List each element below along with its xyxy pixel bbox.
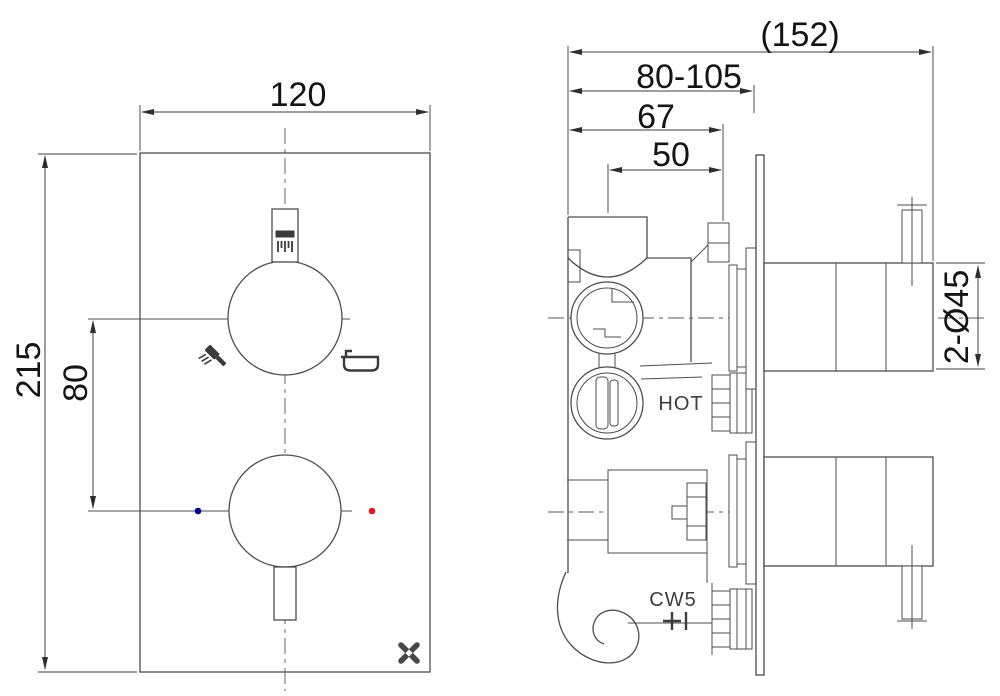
dim-front-height: 215 bbox=[10, 153, 137, 673]
dim-overall-depth-value: (152) bbox=[760, 16, 839, 54]
dim-depth-50-value: 50 bbox=[652, 136, 690, 174]
dim-knob-diameter: 2-Ø45 bbox=[936, 262, 985, 370]
brand-cross-icon bbox=[398, 642, 420, 664]
dim-wall-adjustment: 80-105 bbox=[569, 58, 755, 113]
upper-knob-side bbox=[763, 197, 934, 372]
lower-knob-side bbox=[763, 456, 934, 629]
overhead-shower-icon bbox=[275, 230, 295, 252]
hot-label: HOT bbox=[658, 393, 703, 415]
dim-handle-spacing-value: 80 bbox=[57, 364, 95, 402]
cold-plus-symbol bbox=[663, 612, 688, 630]
lower-knob-front bbox=[228, 454, 342, 568]
upper-knob-front bbox=[227, 260, 343, 376]
front-view: 120 215 80 bbox=[10, 76, 431, 691]
dim-handle-spacing: 80 bbox=[57, 320, 96, 509]
dim-depth-67-value: 67 bbox=[637, 98, 675, 136]
dim-depth-50: 50 bbox=[607, 124, 724, 221]
trim-and-wall-plate bbox=[728, 154, 765, 676]
dim-knob-diameter-value: 2-Ø45 bbox=[938, 270, 976, 365]
wall-plate bbox=[755, 154, 765, 676]
cold-union-nut bbox=[711, 588, 753, 650]
dim-front-height-value: 215 bbox=[10, 342, 48, 399]
lower-knob-lever bbox=[273, 566, 297, 621]
valve-body bbox=[556, 216, 730, 664]
hot-marker-dot bbox=[368, 507, 376, 515]
cold-marker-dot bbox=[194, 507, 202, 515]
bathtub-icon bbox=[341, 349, 380, 372]
hand-shower-icon bbox=[198, 345, 227, 367]
dim-front-width-value: 120 bbox=[270, 76, 327, 114]
dim-wall-adjustment-value: 80-105 bbox=[636, 58, 742, 96]
dim-front-width: 120 bbox=[139, 76, 431, 151]
inlet-elbow bbox=[556, 571, 640, 664]
side-view: HOT CW5 (152) 80-105 67 50 bbox=[548, 16, 985, 676]
dim-depth-67: 67 bbox=[569, 98, 722, 136]
dim-overall-depth: (152) bbox=[567, 16, 934, 261]
cartridge-label: CW5 bbox=[649, 589, 696, 611]
